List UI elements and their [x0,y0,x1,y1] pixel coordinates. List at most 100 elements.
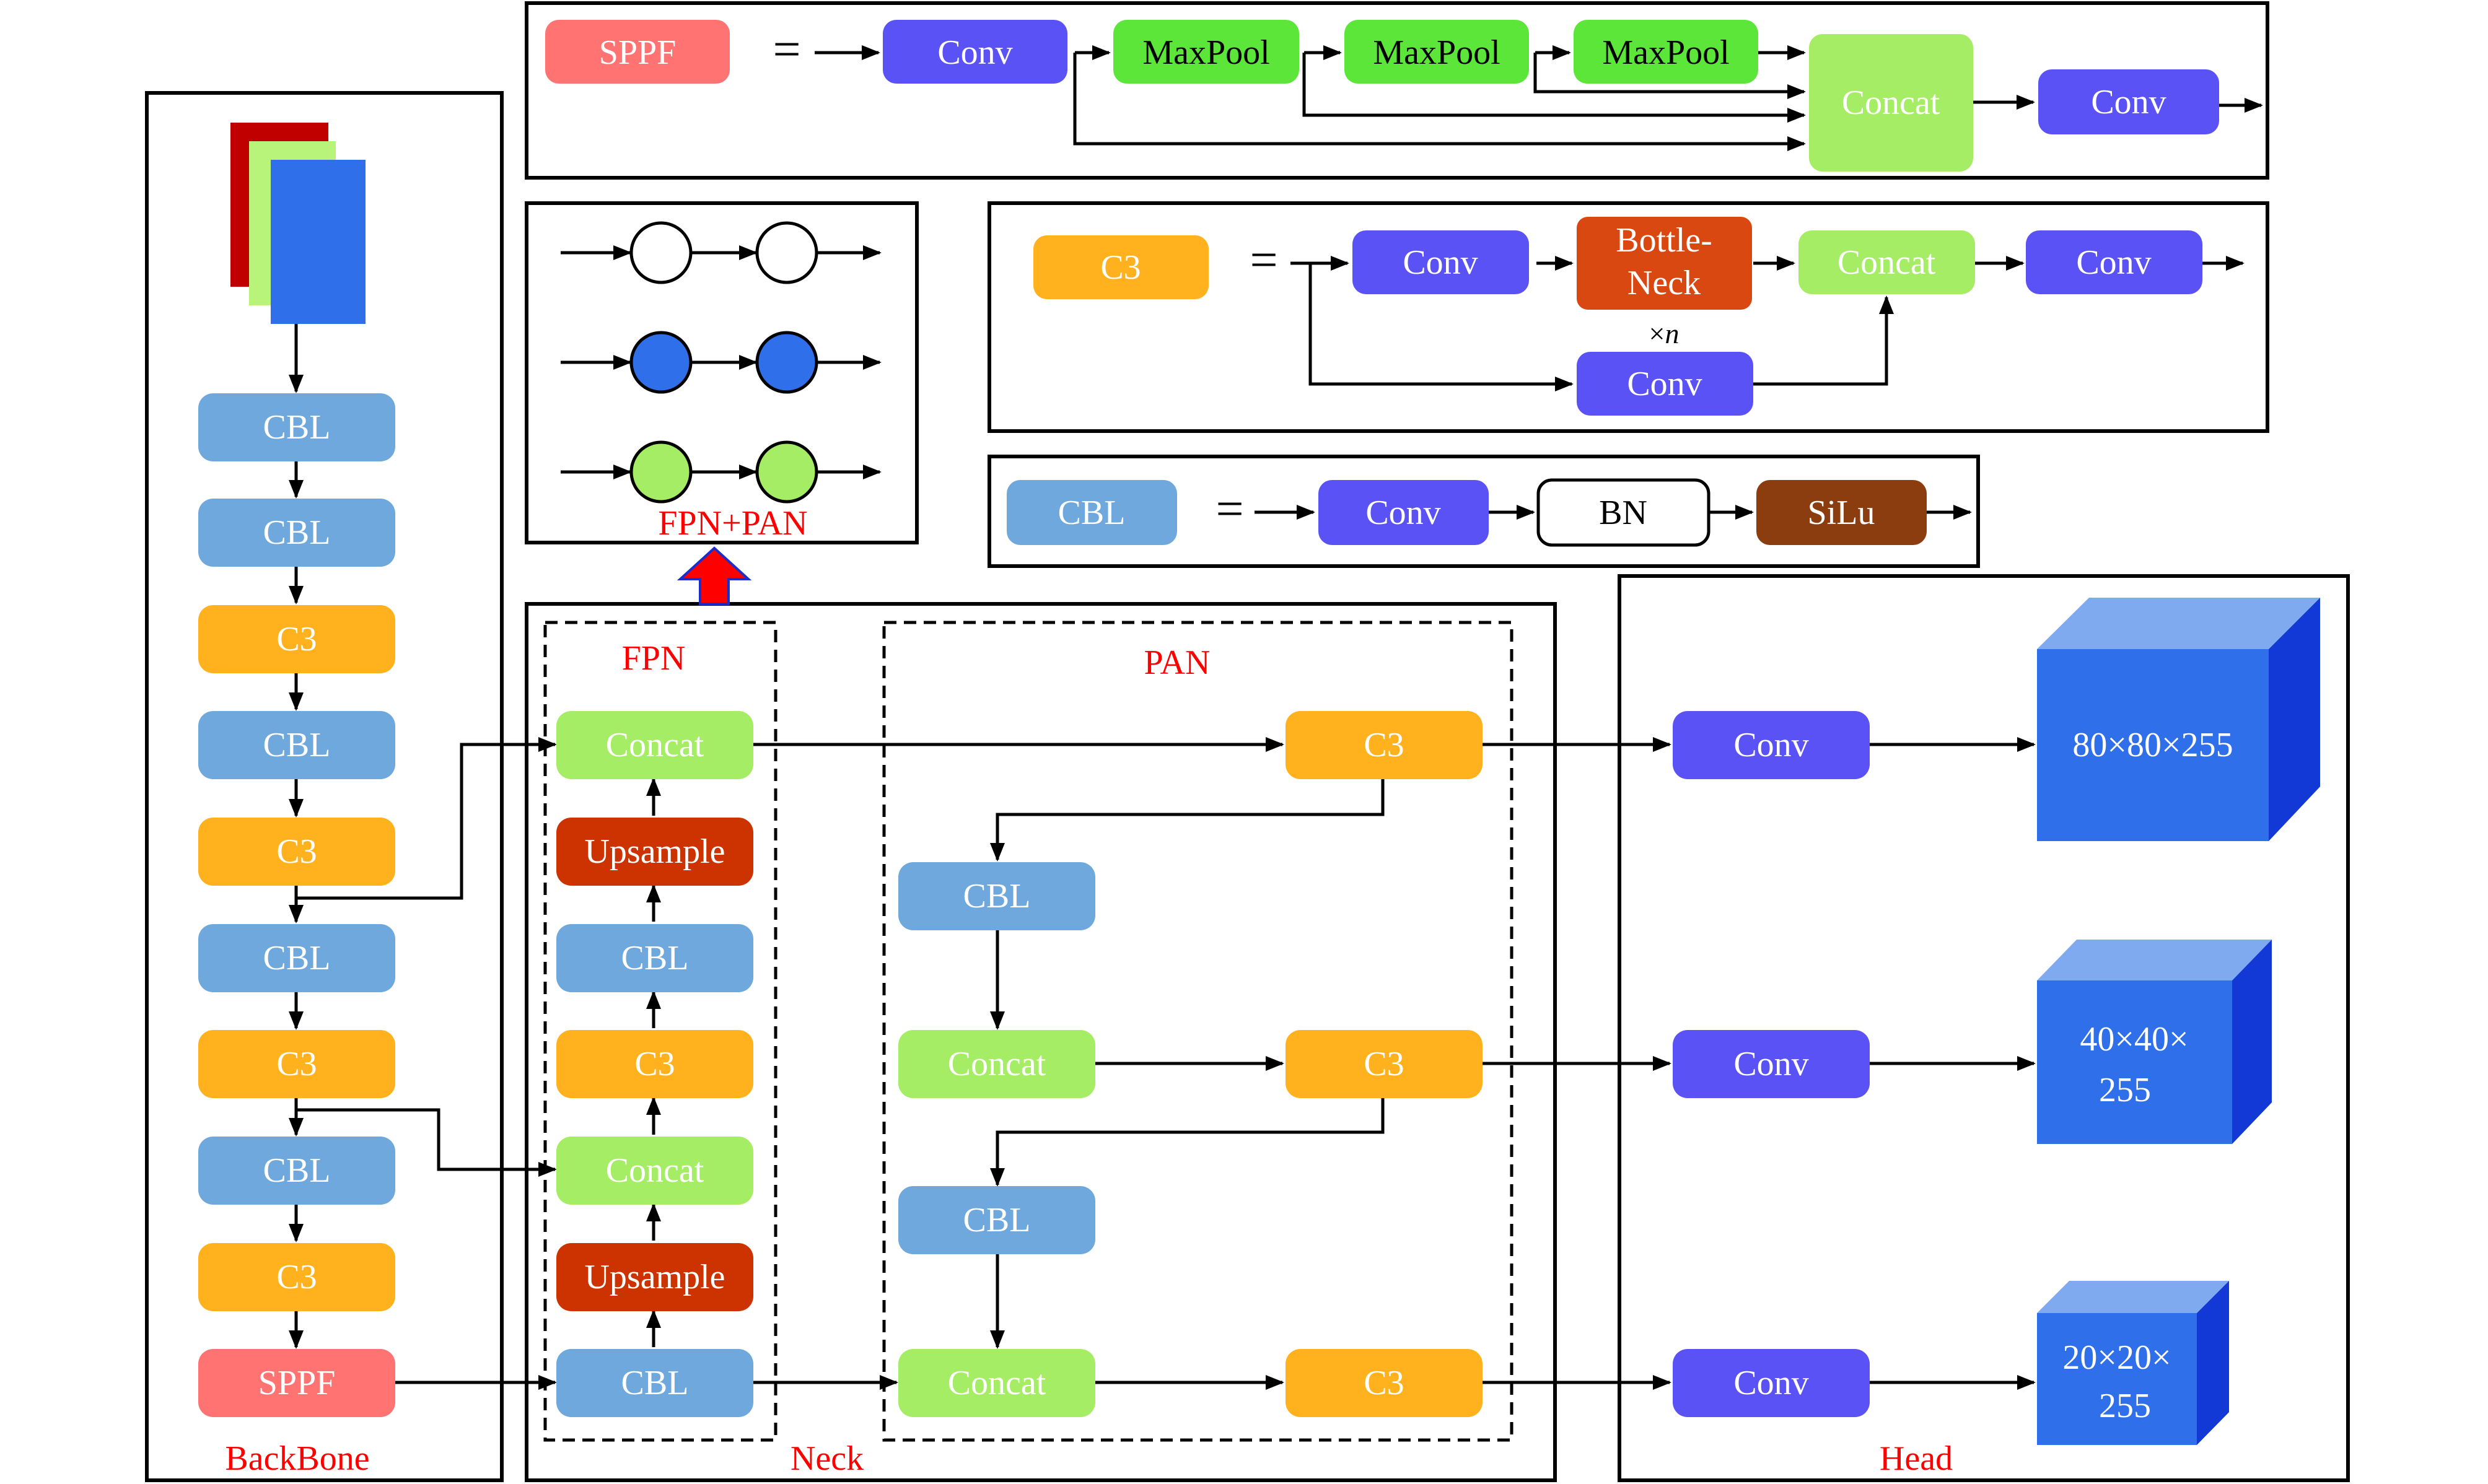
svg-text:Concat: Concat [606,1151,704,1190]
fpn-pan-legend-circles [629,221,818,504]
svg-text:Concat: Concat [1842,84,1940,122]
c3-equals-sign: = [1250,233,1277,287]
bottleneck-repeat-label: ×n [1649,318,1680,349]
backbone-c3-4: C3 [198,1243,395,1311]
backbone-cbl-4: CBL [198,924,395,992]
head-output-cube-2: 40×40× 255 [2037,940,2272,1144]
sppf-legend-frame [525,1,2269,180]
legend-circle-blue [755,331,818,394]
pan-c3-middle: C3 [1286,1030,1483,1098]
fpn-c3: C3 [556,1030,753,1098]
legend-circle-blue [629,331,693,394]
svg-text:C3: C3 [1364,1045,1404,1083]
svg-text:C3: C3 [1364,1364,1404,1402]
fpn-upsample-top: Upsample [556,818,753,886]
svg-text:MaxPool: MaxPool [1373,33,1500,72]
svg-text:Upsample: Upsample [584,1258,725,1296]
fpn-label: FPN [622,639,686,678]
pan-frame [882,621,1513,1442]
pan-c3-bottom: C3 [1286,1349,1483,1417]
backbone-c3-3: C3 [198,1030,395,1098]
c3-bottleneck-block: Bottle- Neck [1577,217,1752,310]
c3-conv-shortcut-block: Conv [1577,352,1753,416]
svg-text:SiLu: SiLu [1808,494,1875,532]
svg-text:MaxPool: MaxPool [1602,33,1729,72]
backbone-c3-1: C3 [198,605,395,673]
neck-label: Neck [791,1439,864,1478]
fpn-cbl-top: CBL [556,924,753,992]
fpn-pan-up-arrow [677,546,752,605]
sppf-maxpool-3-block: MaxPool [1574,20,1758,84]
svg-text:C3: C3 [1100,248,1141,287]
svg-text:Concat: Concat [948,1364,1046,1402]
fpn-cbl-bottom: CBL [556,1349,753,1417]
backbone-frame [145,91,504,1482]
svg-text:Concat: Concat [606,726,704,764]
fpn-concat-top: Concat [556,711,753,779]
head-label: Head [1880,1439,1953,1478]
svg-text:Conv: Conv [1733,1045,1808,1083]
cbl-legend-title-block: CBL [1007,480,1177,545]
pan-cbl-top: CBL [898,862,1095,930]
pan-concat-middle: Concat [898,1030,1095,1098]
svg-text:Neck: Neck [1627,264,1701,302]
backbone-label: BackBone [225,1439,369,1478]
svg-text:C3: C3 [276,1045,317,1083]
fpn-pan-legend-frame [525,201,919,544]
neck-frame [525,602,1557,1482]
svg-text:Conv: Conv [1365,494,1440,532]
backbone-cbl-1: CBL [198,393,395,461]
head-output-cube-1: 80×80×255 [2037,598,2320,841]
connectors [289,45,2263,1390]
svg-text:Concat: Concat [948,1045,1046,1083]
head-output-cube-3: 20×20× 255 [2037,1281,2229,1445]
svg-text:C3: C3 [276,620,317,658]
fpn-upsample-bottom: Upsample [556,1243,753,1311]
svg-text:Upsample: Upsample [584,832,725,871]
backbone-cbl-5: CBL [198,1137,395,1205]
cbl-legend-frame [988,455,1980,568]
cbl-conv-block: Conv [1318,480,1489,545]
svg-text:Conv: Conv [1733,726,1808,764]
svg-text:CBL: CBL [621,939,689,977]
legend-circle-green [629,440,693,504]
legend-circle-white [629,221,693,284]
svg-text:CBL: CBL [263,939,331,977]
output-size-label: 20×20× [2062,1338,2171,1377]
svg-text:CBL: CBL [263,1151,331,1190]
svg-text:MaxPool: MaxPool [1142,33,1269,72]
fpn-pan-label: FPN+PAN [658,504,807,543]
cbl-silu-block: SiLu [1756,480,1927,545]
backbone-cbl-3: CBL [198,711,395,779]
svg-text:SPPF: SPPF [258,1364,336,1402]
svg-text:BN: BN [1599,494,1647,532]
svg-text:Bottle-: Bottle- [1616,221,1712,260]
sppf-maxpool-2-block: MaxPool [1344,20,1529,84]
output-size-label: 40×40× [2080,1020,2188,1058]
pan-c3-top: C3 [1286,711,1483,779]
pan-label: PAN [1144,644,1211,682]
pan-concat-bottom: Concat [898,1349,1095,1417]
svg-text:C3: C3 [276,832,317,871]
svg-text:Conv: Conv [1627,365,1702,403]
fpn-concat-bottom: Concat [556,1137,753,1205]
output-size-label: 255 [2099,1387,2151,1425]
svg-text:C3: C3 [276,1258,317,1296]
backbone-cbl-2: CBL [198,499,395,567]
c3-legend-frame [988,201,2269,433]
head-frame [1618,574,2350,1482]
head-conv-2: Conv [1673,1030,1870,1098]
sppf-equals-sign: = [773,22,800,77]
c3-conv-block: Conv [1352,230,1529,294]
svg-text:Conv: Conv [1403,243,1478,282]
sppf-concat-block: Concat [1809,34,1973,172]
cbl-equals-sign: = [1216,482,1243,536]
legend-circle-white [755,221,818,284]
svg-text:CBL: CBL [1058,494,1126,532]
svg-text:C3: C3 [1364,726,1404,764]
svg-text:C3: C3 [634,1045,675,1083]
cbl-bn-block: BN [1536,478,1710,547]
backbone-c3-2: C3 [198,818,395,886]
svg-text:CBL: CBL [263,408,331,447]
